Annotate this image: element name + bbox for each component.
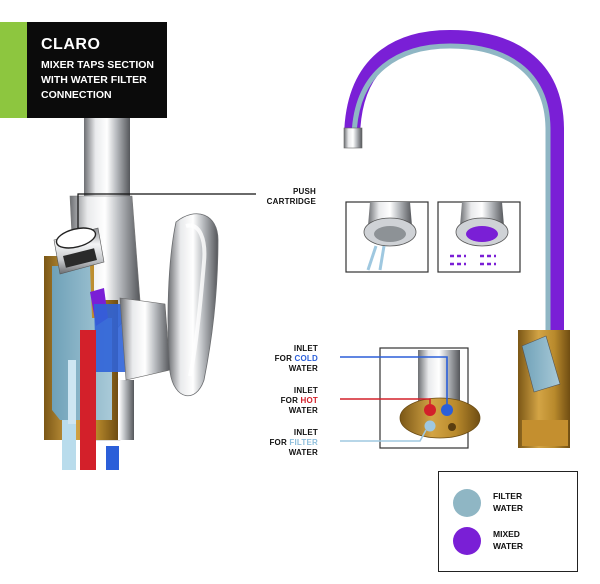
label-line: FOR COLD — [258, 354, 318, 364]
legend-label-filter: FILTER WATER — [493, 490, 523, 514]
push-cartridge-knob — [55, 227, 97, 249]
hot-leader — [340, 398, 431, 404]
title-main: CLARO — [41, 36, 101, 53]
label-inlet-filter: INLET FOR FILTER WATER — [248, 428, 318, 458]
inlet-cold-port — [441, 404, 453, 416]
label-highlight-hot: HOT — [300, 396, 318, 405]
push-cartridge-leader — [77, 193, 256, 228]
left-tap-illustration — [44, 112, 256, 470]
spout-base-cartridge — [521, 335, 561, 393]
label-inlet-hot: INLET FOR HOT WATER — [258, 386, 318, 416]
title-accent-bar — [0, 22, 27, 118]
title-sub-line: MIXER TAPS SECTION — [41, 59, 154, 71]
title-subtitle: MIXER TAPS SECTION WITH WATER FILTER CON… — [41, 58, 169, 103]
label-line: WATER — [288, 406, 318, 415]
label-line: FOR FILTER — [248, 438, 318, 448]
label-line: WATER — [288, 364, 318, 373]
label-line: WATER — [288, 448, 318, 457]
aerator-detail-mixed — [437, 201, 521, 273]
tap-filter-channel — [68, 360, 76, 424]
tap-column-upper — [84, 112, 130, 196]
label-prefix: FOR — [274, 354, 293, 363]
label-push-cartridge: PUSH CARTRIDGE — [252, 187, 316, 207]
label-prefix: FOR — [280, 396, 299, 405]
label-highlight-filter: FILTER — [289, 438, 318, 447]
label-highlight-cold: COLD — [294, 354, 318, 363]
inlet-filter-port — [424, 420, 436, 432]
tap-cold-outlet — [106, 446, 119, 470]
label-inlet-cold: INLET FOR COLD WATER — [258, 344, 318, 374]
legend-line: WATER — [493, 541, 524, 551]
legend: FILTER WATER MIXED WATER — [438, 471, 578, 572]
spout-nozzle — [343, 127, 363, 149]
tap-filter-outlet — [62, 420, 76, 470]
legend-label-mixed: MIXED WATER — [493, 528, 523, 552]
label-line: PUSH — [292, 187, 316, 196]
label-line: INLET — [293, 386, 318, 395]
legend-line: FILTER — [493, 491, 523, 501]
legend-line: MIXED — [493, 529, 520, 539]
cold-leader — [340, 356, 448, 404]
inlet-detail — [379, 347, 481, 449]
label-line: INLET — [293, 344, 318, 353]
label-line: CARTRIDGE — [266, 197, 316, 206]
spout-base-bottom — [522, 420, 568, 446]
filter-leader — [340, 429, 427, 442]
spout-mixed-arc — [344, 29, 564, 330]
tap-mixer-chrome — [119, 297, 171, 381]
label-prefix: FOR — [269, 438, 287, 447]
spout-filter-arc — [351, 43, 551, 330]
inlet-hot-port — [424, 404, 436, 416]
tap-hot-channel — [80, 330, 96, 470]
label-line: FOR HOT — [258, 396, 318, 406]
tap-handle-shine — [185, 223, 207, 377]
aerator-detail-filter — [345, 201, 429, 273]
title-box: CLARO MIXER TAPS SECTION WITH WATER FILT… — [27, 22, 167, 118]
legend-swatch-mixed — [453, 527, 481, 555]
tap-cartridge-grip — [63, 248, 97, 268]
legend-line: WATER — [493, 503, 524, 513]
right-tap-illustration — [343, 29, 570, 448]
title-sub-line: CONNECTION — [41, 89, 112, 101]
label-line: INLET — [293, 428, 318, 437]
legend-swatch-filter — [453, 489, 481, 517]
title-sub-line: WITH WATER FILTER — [41, 74, 147, 86]
